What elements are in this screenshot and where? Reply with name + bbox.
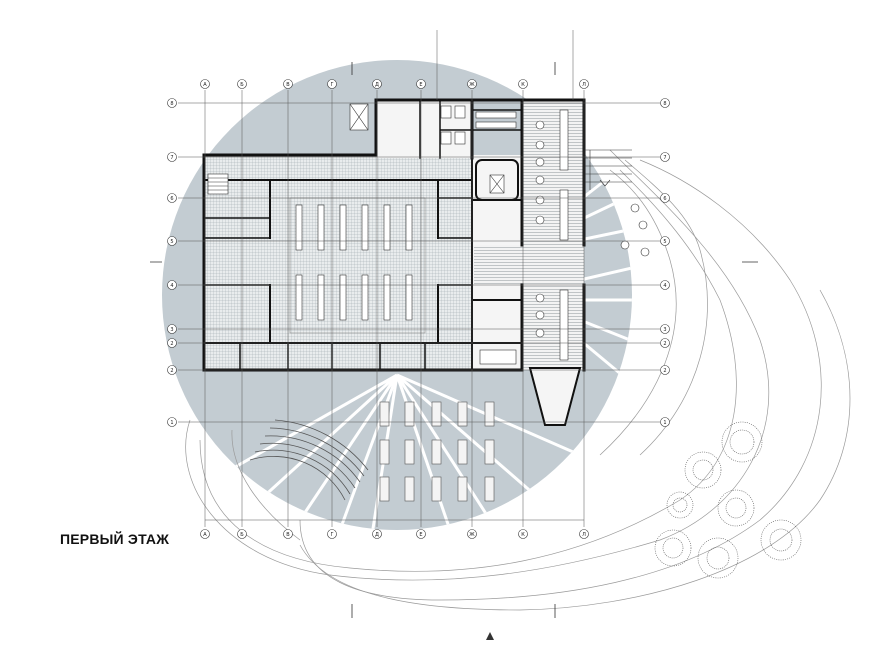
parking-stalls (379, 401, 495, 502)
axis-number: 6 (170, 196, 173, 202)
axis-letter: Г (330, 532, 333, 538)
building (204, 100, 584, 426)
axis-letter: К (521, 532, 525, 538)
axis-letter: Л (582, 532, 586, 538)
axis-bubbles-top (200, 79, 589, 89)
axis-letter: Ж (469, 532, 475, 538)
axis-number: 1 (663, 420, 666, 426)
tree-icon (760, 519, 802, 561)
contour-lines (185, 149, 851, 611)
page-title: ПЕРВЫЙ ЭТАЖ (60, 531, 170, 547)
axis-letter: Д (375, 532, 379, 538)
axis-letter: В (286, 532, 290, 538)
axis-number: 7 (170, 155, 173, 161)
axis-letter: Г (330, 82, 333, 88)
axis-labels-left: 8 7 6 5 4 3 2 2 1 (170, 101, 173, 426)
section-markers (150, 62, 758, 618)
tree-icon (717, 489, 755, 527)
axis-labels-top: A Б В Г Д Е Ж К Л (203, 82, 586, 88)
axis-letter: Б (240, 82, 244, 88)
axis-bubbles-left (167, 98, 177, 427)
trees (654, 421, 802, 579)
axis-number: 7 (663, 155, 666, 161)
axis-letter: Д (375, 82, 379, 88)
tree-icon (654, 529, 692, 567)
tree-icon (684, 451, 722, 489)
axis-number: 6 (663, 196, 666, 202)
axis-number: 3 (663, 327, 666, 333)
axis-labels-right: 8 7 6 5 4 3 2 2 1 (663, 101, 666, 426)
axis-letter: Е (419, 532, 422, 538)
tree-icon (666, 491, 694, 519)
lobby-floor (474, 245, 584, 285)
tree-icon (721, 421, 763, 463)
service-fixtures (349, 103, 517, 365)
cafe-tables (535, 109, 650, 361)
axis-number: 5 (663, 239, 666, 245)
axis-bubbles-right (660, 98, 670, 427)
axis-letter: Е (419, 82, 422, 88)
stair (207, 149, 632, 195)
axis-number: 2 (663, 368, 666, 374)
north-arrow (486, 632, 494, 640)
axis-number: 8 (170, 101, 173, 107)
axis-labels-bottom: A Б В Г Д Е Ж К Л (203, 532, 586, 538)
axis-number: 1 (170, 420, 173, 426)
axis-letter: A (203, 82, 207, 88)
cafe-floor (522, 100, 584, 370)
axis-letter: Б (240, 532, 244, 538)
entrance-funnel (528, 367, 582, 426)
axis-letter: A (203, 532, 207, 538)
amphitheatre (249, 419, 369, 501)
grid-lines (178, 30, 660, 527)
axis-number: 2 (170, 368, 173, 374)
auditorium-zone (289, 197, 426, 334)
axis-number: 2 (170, 341, 173, 347)
axis-bubbles-bottom (200, 529, 589, 539)
axis-letter: В (286, 82, 290, 88)
axis-letter: Ж (469, 82, 475, 88)
axis-number: 4 (170, 283, 173, 289)
axis-number: 5 (170, 239, 173, 245)
axis-number: 8 (663, 101, 666, 107)
axis-number: 3 (170, 327, 173, 333)
axis-letter: Л (582, 82, 586, 88)
axis-letter: К (521, 82, 525, 88)
auditorium-seats (295, 204, 413, 321)
axis-number: 4 (663, 283, 666, 289)
axis-number: 2 (663, 341, 666, 347)
tree-icon (697, 537, 739, 579)
